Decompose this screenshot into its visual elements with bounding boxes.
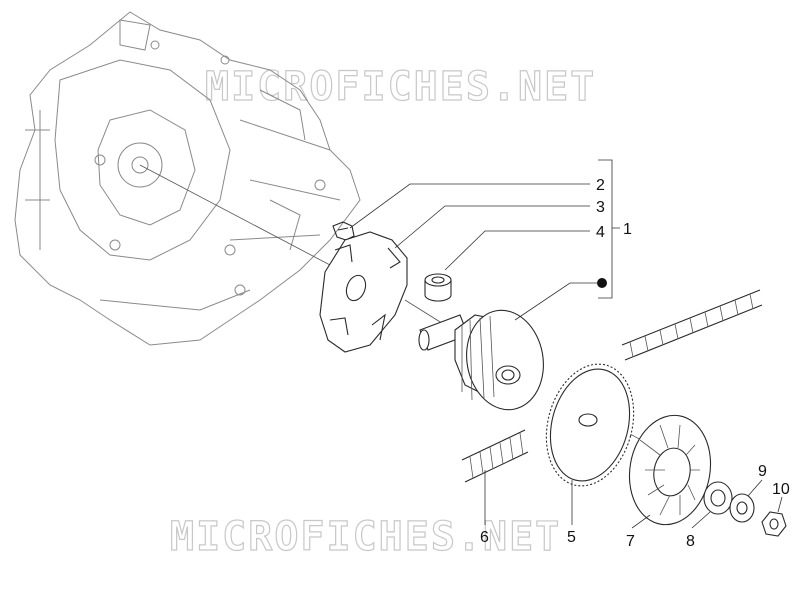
label-2: 2: [596, 177, 605, 194]
part-7-fan-pulley: [628, 414, 712, 526]
label-8: 8: [686, 533, 695, 550]
crankcase: [14, 11, 361, 346]
drive-pulley-assembly: [418, 309, 544, 411]
label-7: 7: [626, 533, 635, 550]
part-2-clip: [332, 221, 355, 241]
leader-7: [631, 514, 651, 529]
assembly-bracket: [598, 159, 620, 299]
leader-10: [777, 496, 783, 513]
label-1: 1: [623, 221, 632, 238]
assembly-bullet: [597, 278, 607, 288]
label-10: 10: [772, 481, 790, 498]
label-6: 6: [480, 529, 489, 546]
part-4-bushing: [424, 273, 452, 302]
watermark-top: MICROFICHES.NET: [205, 64, 596, 110]
leader-9: [747, 479, 763, 497]
label-4: 4: [596, 224, 605, 241]
leader-8: [691, 511, 711, 529]
belt-upper: [621, 289, 763, 361]
label-9: 9: [758, 463, 767, 480]
leader-3: [394, 205, 590, 249]
part-5-gear-ring: [545, 363, 635, 487]
label-3: 3: [596, 199, 605, 216]
part-3-ramp-plate: [319, 231, 408, 353]
part-10-nut: [761, 511, 787, 537]
leader-1-bullet: [514, 282, 598, 321]
leader-4: [444, 230, 590, 271]
label-5: 5: [567, 529, 576, 546]
leader-2: [349, 183, 590, 229]
watermark-bottom: MICROFICHES.NET: [170, 514, 561, 560]
part-8-bearing: [703, 481, 733, 515]
part-6-belt-lower: [461, 429, 529, 483]
part-9-washer: [729, 493, 755, 523]
